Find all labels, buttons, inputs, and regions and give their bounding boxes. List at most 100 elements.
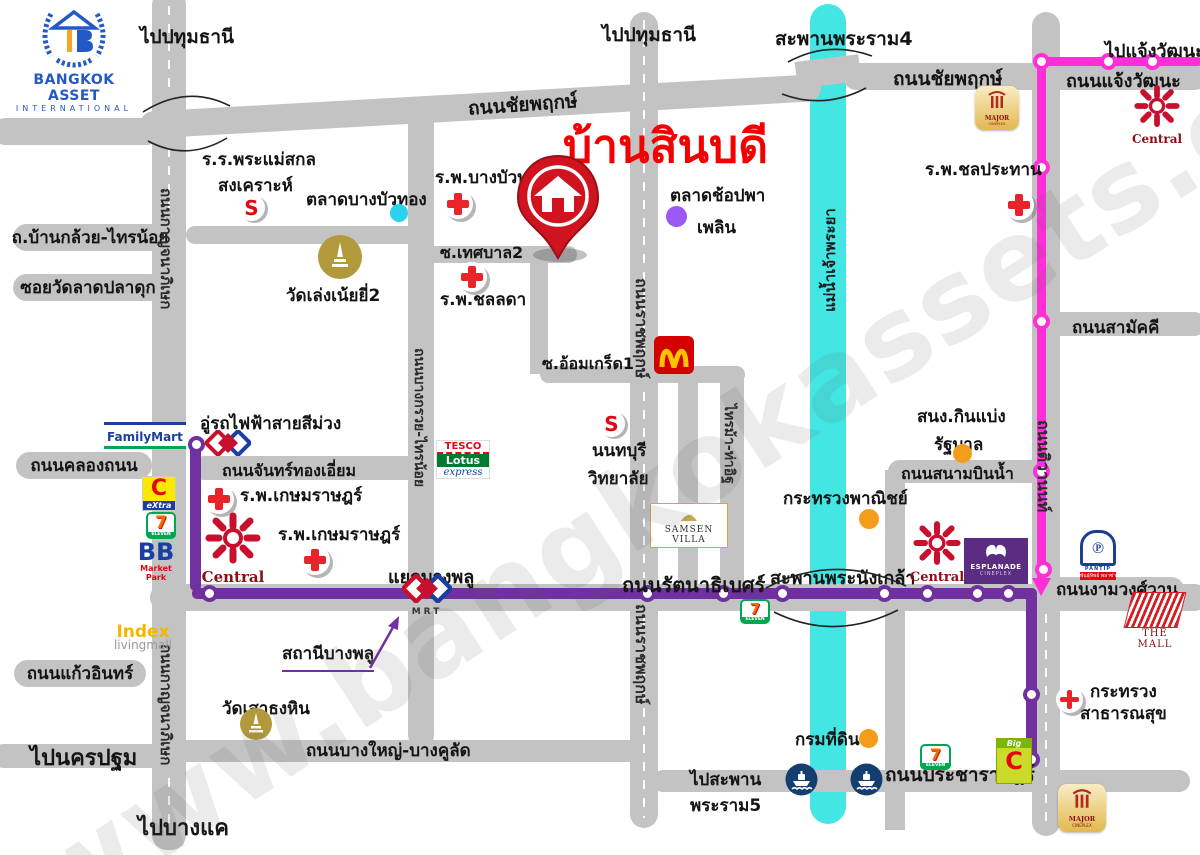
hospital-cross-icon [300,545,330,575]
hospital-cross-icon [443,189,473,219]
index-text: Index [116,622,170,642]
major-sub-text: CINEPLEX [988,122,1006,126]
purple-station [1000,585,1017,602]
hospital-cross-icon [457,262,487,292]
pink-station [1033,463,1050,480]
road-dash [643,392,645,578]
school-s-icon: S [598,410,625,437]
c-extra-c-text: C [150,476,168,501]
pink-line-chaengwatthana [1042,57,1200,66]
location-pin [510,154,606,268]
pantip-text: PANTIP [1084,566,1112,572]
to-rama5-label-1: ไปสะพาน [690,770,762,790]
samakkhi-road-label: ถนนสามัคคี [1072,318,1160,338]
sai-ma-tha-it-road-bar [720,374,744,590]
central-text: Central [201,568,265,586]
soi-wat-lat-pla-duk-label: ซอยวัดลาดปลาดุก [20,278,156,298]
major-sub-text: CINEPLEX [1072,823,1092,828]
shop-pa-ploen-label-2: เพลิน [697,218,737,238]
brand-subname: INTERNATIONAL [15,104,133,113]
lotus-text: Lotus [437,454,489,467]
road-dash [168,148,170,212]
the-mall-logo: THE MALL [1123,592,1187,650]
poi-dot-orange [859,509,879,529]
mrt-text: MRT [411,607,443,617]
bang-kruai-sainoi-label: ถนนบางกรวย-ไทรน้อย [411,348,427,488]
mcdonalds-logo [654,336,694,374]
bang-buathong-hospital-label: ร.พ.บางบัวทอง [435,168,547,188]
seven-eleven-logo: 7 ELEVEN [920,744,951,770]
bb-sub-text: Market Park [140,564,172,582]
eleven-text: ELEVEN [148,532,174,537]
soi-om-kret1-label: ซ.อ้อมเกร็ด1 [542,354,634,373]
central-text: Central [909,570,965,585]
c-extra-logo: C eXtra [142,476,176,511]
bang-kruai-sainoi-road [408,100,434,748]
khlong-thanon-pill: ถนนคลองถนน [16,452,152,479]
pink-station [1100,53,1117,70]
samsen-villa-soi [678,374,698,590]
express-text: express [443,467,483,478]
ferry-pier-icon [850,763,883,800]
brand-name: BANGKOK ASSET [33,72,115,104]
ratchaphruek-label-north: ถนนราชพฤกษ์ [632,278,651,379]
familymart-text: FamilyMart [107,430,183,444]
poi-dot-orange [953,444,972,463]
esplanade-sub-text: CINEPLEX [979,571,1013,577]
bang-buathong-market-road [186,226,428,244]
road-dash [643,618,645,818]
major-cineplex-logo: MAJOR CINEPLEX [1058,784,1106,832]
phra-mae-sakol-label-1: ร.ร.พระแม่สกล [202,150,316,170]
sanambinnam-connector-road [885,470,905,830]
to-nakhon-pathom-label: ไปนครปฐม [30,746,138,771]
sai-ma-tha-it-label: ไทรม้า-ท่าอิฐ [721,404,737,484]
central-text: Central [1131,132,1183,146]
page-title: บ้านสินบดี [563,119,769,173]
s-glyph: S [604,411,619,436]
road-dash [168,778,170,828]
familymart-logo: FamilyMart [104,422,186,449]
river-label: แม่น้ำเจ้าพระยา [821,208,839,312]
chaiyaphruek-label-east: ถนนชัยพฤกษ์ [893,68,1003,90]
chedi-glyph [332,242,348,267]
ratchaphruek-label-south: ถนนราชพฤกษ์ [632,604,651,705]
school-s-icon: S [238,194,265,221]
land-department-label: กรมที่ดิน [795,730,860,750]
samsen-villa-text: SAMSEN VILLA [664,525,714,545]
purple-station [201,585,218,602]
the-mall-text: THE MALL [1137,628,1173,650]
s-glyph: S [244,195,259,220]
mrt-logo-bang-phlu: MRT [400,572,454,617]
health-ministry-label-2: สาธารณสุข [1080,704,1167,724]
chao-phraya-river [810,4,846,824]
station-callout-arrowhead [388,616,399,630]
phra-mae-sakol-label-2: สงเคราะห์ [218,176,293,196]
kanchanaphisek-label-north: ถนนกาญจนาภิเษก [157,188,175,310]
pantip-sub-text: พันธุ์ทิพย์ พลาซ่า [1080,572,1117,580]
ferry-pier-icon [785,763,818,800]
chonprathan-hospital-label: ร.พ.ชลประทาน [925,160,1042,180]
chaiyaphruek-label-west: ถนนชัยพฤกษ์ [467,90,579,120]
esplanade-logo: ESPLANADE CINEPLEX [964,538,1028,584]
chanthong-iam-label: ถนนจันทร์ทองเอี่ยม [222,461,356,480]
purple-line-depot-label: อู่รถไฟฟ้าสายสีม่วง [200,414,342,434]
road-dash [1045,614,1047,824]
poi-dot-orange [859,729,878,748]
purple-station [969,585,986,602]
sanambinnam-road-bar [888,460,1056,483]
soi-to-pin-road [530,252,548,374]
central-logo: Central [200,512,266,586]
rama4-bridge-label: สะพานพระราม4 [775,28,913,50]
to-nakhon-pathom-road [0,744,172,768]
seven-eleven-logo: 7 ELEVEN [740,599,770,624]
pink-station [1144,53,1161,70]
rattanathibet-road-label: ถนนรัตนาธิเบศร์ [622,573,766,597]
eleven-text: ELEVEN [922,763,949,768]
hospital-cross-icon [1056,686,1083,713]
health-ministry-label-1: กระทรวง [1090,682,1157,702]
kaew-in-label: ถนนแก้วอินทร์ [26,664,134,684]
purple-station [639,585,656,602]
big-c-text: C [1005,747,1023,775]
bangkok-asset-logo: BANGKOK ASSET INTERNATIONAL [8,6,140,113]
